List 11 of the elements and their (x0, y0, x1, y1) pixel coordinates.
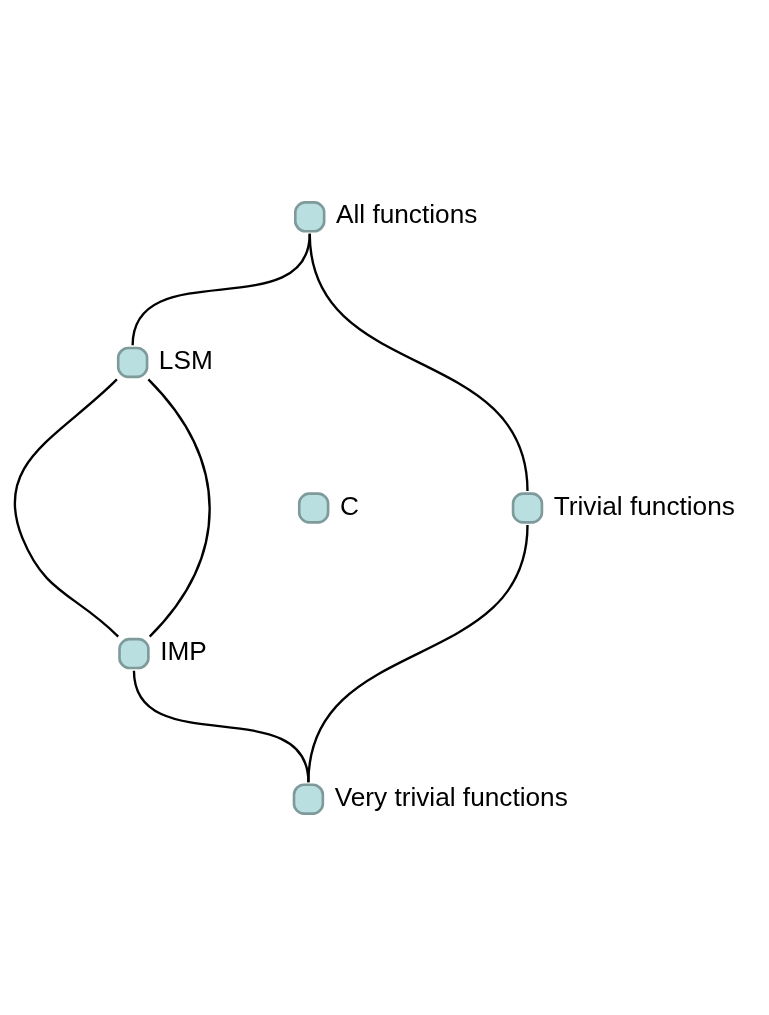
connector (147, 378, 211, 637)
node-label: IMP (159, 635, 207, 666)
node-label: All functions (335, 198, 477, 229)
node-label: Trivial functions (553, 490, 735, 521)
node-label: Very trivial functions (334, 781, 568, 812)
connector (308, 233, 529, 491)
connector (306, 524, 529, 782)
connector (13, 378, 119, 637)
node-label: LSM (158, 344, 213, 375)
connector (130, 233, 311, 346)
node-label: C (339, 490, 359, 521)
